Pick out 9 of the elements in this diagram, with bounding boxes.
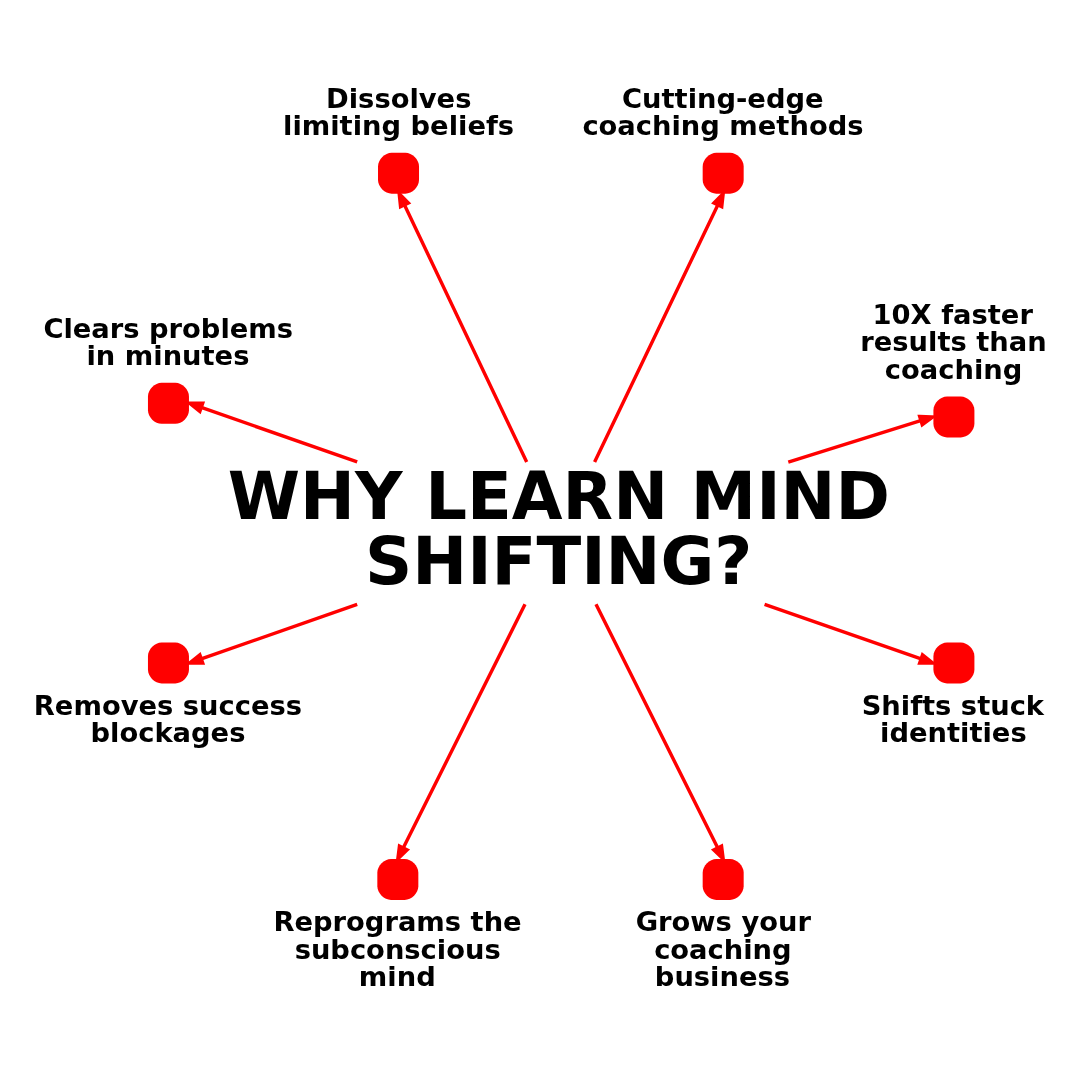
node-label: 10X faster results than coaching xyxy=(860,299,1047,385)
node-label: Removes success blockages xyxy=(33,689,302,749)
node-label: Cutting-edge coaching methods xyxy=(582,82,864,141)
node-label: Grows your coaching business xyxy=(635,906,811,993)
node-text: WHY LEARN MIND SHIFTING? xyxy=(227,457,890,600)
node-label: Shifts stuck identities xyxy=(861,689,1045,749)
node-label: Dissolves limiting beliefs xyxy=(283,82,515,141)
node-label: Reprograms the subconscious mind xyxy=(273,906,522,993)
node-label: Clears problems in minutes xyxy=(43,312,294,372)
